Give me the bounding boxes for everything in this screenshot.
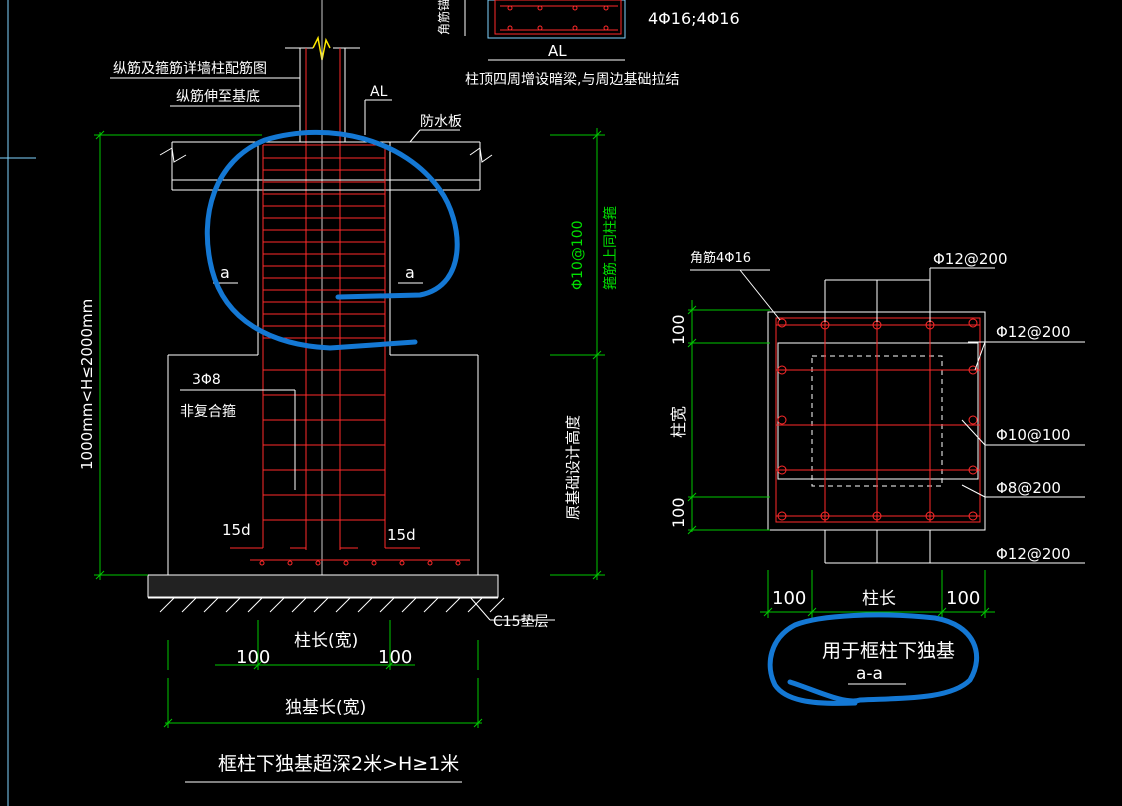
cushion-label: C15垫层 [493, 614, 549, 630]
ground-hatch [291, 597, 307, 613]
anchor-right-label: 15d [387, 526, 416, 544]
bottom-rebar-dot [259, 560, 265, 566]
ground-hatch [423, 597, 439, 613]
ground-hatch [247, 597, 263, 613]
top-rebar-label: Φ12@200 [933, 250, 1008, 268]
ground-hatch [269, 597, 285, 613]
section-rebar-dot [777, 365, 787, 375]
note-rebar-detail: 纵筋及箍筋详墙柱配筋图 [113, 60, 267, 77]
dim-column-width: 柱长(宽) [294, 631, 358, 651]
ground-hatch [225, 597, 241, 613]
sec-dim-left-bottom: 100 [669, 497, 688, 528]
sec-dim-left-mid: 柱宽 [669, 406, 688, 438]
dim-right-100: 100 [378, 647, 412, 668]
sec-dim-bottom-right: 100 [946, 588, 980, 609]
right-rebar-1-label: Φ12@200 [996, 323, 1071, 341]
ground-hatch [445, 597, 461, 613]
anchor-left-label: 15d [222, 521, 251, 539]
right-rebar-2-label: Φ10@100 [996, 426, 1071, 444]
top-al-note: 柱顶四周增设暗梁,与周边基础拉结 [465, 71, 679, 88]
bottom-rebar-dot [315, 560, 321, 566]
ground-hatch [181, 597, 197, 613]
sec-dim-left-top: 100 [669, 314, 688, 345]
section-rebar-dot [968, 511, 978, 521]
ground-hatch [335, 597, 351, 613]
ground-hatch [467, 597, 483, 613]
bottom-rebar-dot [371, 560, 377, 566]
bottom-rebar-label: Φ12@200 [996, 545, 1071, 563]
section-rebar-dot [872, 511, 882, 521]
section-rebar-dot [968, 365, 978, 375]
bottom-rebar-dot [399, 560, 405, 566]
al-label: AL [370, 84, 388, 100]
section-name: a-a [856, 664, 883, 684]
top-side-label: 角筋锚筋 [436, 0, 451, 35]
stirrup-note-label: 箍筋上同柱箍 [602, 206, 619, 290]
dim-left-100: 100 [236, 647, 270, 668]
section-rebar-dot [925, 511, 935, 521]
dim-base-width: 独基长(宽) [285, 698, 366, 718]
section-rebar-dot [820, 511, 830, 521]
section-a-a-drawing [687, 267, 1085, 706]
elevation-drawing [94, 0, 605, 783]
ground-hatch [159, 597, 175, 613]
ground-hatch [313, 597, 329, 613]
sec-dim-bottom-mid: 柱长 [862, 589, 896, 609]
ground-hatch [401, 597, 417, 613]
waterproof-label: 防水板 [420, 114, 462, 130]
top-al-label: AL [548, 42, 567, 60]
sec-dim-bottom-left: 100 [772, 588, 806, 609]
top-rebar-text: 4Φ16;4Φ16 [648, 9, 740, 28]
height-range-label: 1000mm<H≤2000mm [78, 299, 96, 470]
bottom-rebar-dot [427, 560, 433, 566]
elevation-caption: 框柱下独基超深2米>H≥1米 [218, 753, 459, 775]
section-rebar-dot [968, 415, 978, 425]
stirrup-count-label: 3Φ8 [192, 372, 221, 388]
section-rebar-dot [777, 318, 787, 328]
note-extend-base: 纵筋伸至基底 [176, 88, 260, 105]
bottom-rebar-dot [343, 560, 349, 566]
section-rebar-dot [968, 465, 978, 475]
section-mark-right: a [405, 263, 415, 282]
bottom-rebar-dot [287, 560, 293, 566]
section-rebar-dot [777, 465, 787, 475]
ground-hatch [203, 597, 219, 613]
stirrup-spacing-label: Φ10@100 [570, 220, 586, 290]
corner-bars-label: 角筋4Φ16 [690, 250, 751, 266]
section-rebar-dot [777, 415, 787, 425]
section-rebar-dot [968, 318, 978, 328]
bottom-rebar-dot [455, 560, 461, 566]
top-al-detail [464, 0, 626, 61]
section-caption: 用于框柱下独基 [822, 640, 955, 662]
section-rebar-dot [777, 511, 787, 521]
right-rebar-3-label: Φ8@200 [996, 479, 1061, 497]
base-height-label: 原基础设计高度 [564, 415, 582, 520]
section-mark-left: a [220, 263, 230, 282]
ground-hatch [357, 597, 373, 613]
ground-hatch [489, 597, 505, 613]
ground-hatch [379, 597, 395, 613]
stirrup-type-label: 非复合箍 [180, 403, 236, 420]
